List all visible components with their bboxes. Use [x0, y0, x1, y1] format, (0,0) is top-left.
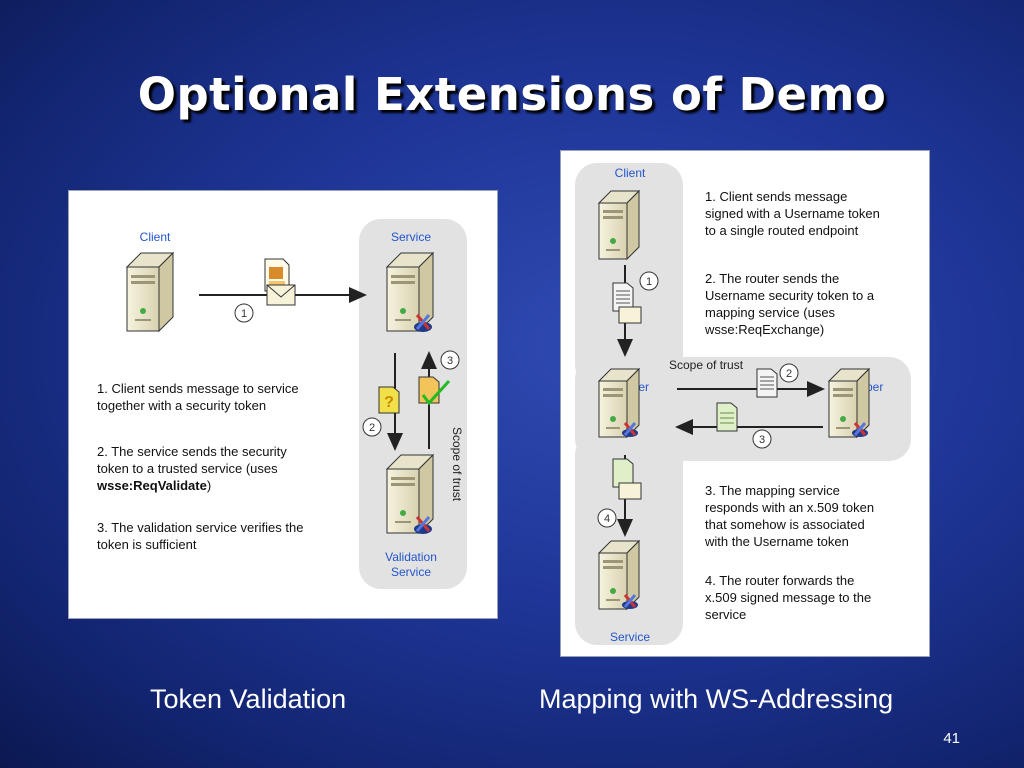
token-validation-caption: Token Validation: [150, 684, 347, 714]
svg-text:?: ?: [384, 394, 394, 411]
desc-2-line-1: 2. The router sends the: [705, 271, 839, 286]
desc-4-line-1: 4. The router forwards the: [705, 573, 854, 588]
step-2-badge: [362, 417, 382, 437]
step-2-badge: [779, 363, 799, 383]
step-1-badge: [639, 271, 659, 291]
desc-3-line-2: responds with an x.509 token: [705, 500, 874, 515]
validation-service-label-line2: Service: [391, 565, 431, 579]
token-check-icon: [418, 376, 451, 406]
client-server-icon: [598, 190, 640, 260]
client-label: Client: [140, 230, 171, 244]
message-envelope-icon: [264, 258, 296, 306]
desc-3-line-2: token is sufficient: [97, 537, 197, 552]
desc-3-line-4: with the Username token: [704, 534, 849, 549]
page-number: 41: [943, 730, 960, 747]
token-question-icon: ?: [378, 386, 400, 414]
step-4-badge: [597, 508, 617, 528]
desc-2-tail: ): [207, 478, 211, 493]
message-1-icon: [612, 282, 642, 324]
slide-title: Optional Extensions of Demo: [137, 68, 887, 121]
desc-1-line-2: together with a security token: [97, 398, 266, 413]
step-3-badge: [752, 429, 772, 449]
desc-1-line-1: 1. Client sends message to service: [97, 381, 299, 396]
scope-of-trust-label: Scope of trust: [450, 427, 464, 502]
message-4-icon: [612, 458, 642, 500]
desc-2-line-2: Username security token to a: [705, 288, 875, 303]
step-1-badge: [234, 303, 254, 323]
step-3-number: 3: [759, 434, 765, 446]
step-4-number: 4: [604, 513, 610, 525]
trust-zone: [359, 219, 467, 589]
desc-4-line-2: x.509 signed message to the: [705, 590, 871, 605]
service-label: Service: [610, 630, 650, 644]
client-server-icon: [126, 252, 174, 332]
step-1-number: 1: [646, 276, 652, 288]
desc-1-line-2: signed with a Username token: [705, 206, 880, 221]
step-3-number: 3: [447, 355, 453, 367]
service-label: Service: [391, 230, 431, 244]
desc-2-line-1: 2. The service sends the security: [97, 444, 287, 459]
client-label: Client: [615, 166, 646, 180]
desc-1-line-3: to a single routed endpoint: [705, 223, 859, 238]
step-2-number: 2: [369, 422, 375, 434]
token-validation-diagram: Client Service 1 ? 2 3 Scope of t: [68, 190, 498, 619]
desc-2-code: wsse:ReqValidate: [96, 478, 207, 493]
validation-service-label-line1: Validation: [385, 550, 437, 564]
desc-2-line-2: token to a trusted service (uses: [97, 461, 278, 476]
desc-3-line-1: 3. The validation service verifies the: [97, 520, 303, 535]
desc-1-line-1: 1. Client sends message: [705, 189, 847, 204]
ws-addressing-caption: Mapping with WS-Addressing: [539, 684, 894, 714]
scope-of-trust-label: Scope of trust: [669, 358, 744, 372]
x509-token-icon: [716, 402, 738, 432]
step-2-number: 2: [786, 368, 792, 380]
desc-3-line-1: 3. The mapping service: [705, 483, 840, 498]
desc-2-line-3: wsse:ReqValidate): [96, 478, 211, 493]
desc-3-line-3: that somehow is associated: [705, 517, 865, 532]
step-3-badge: [440, 350, 460, 370]
ws-addressing-mapping-diagram: Client 1 Router Mapper Scope of trust 2: [560, 150, 930, 657]
desc-4-line-3: service: [705, 607, 746, 622]
desc-2-line-3: mapping service (uses: [705, 305, 836, 320]
step-1-number: 1: [241, 308, 247, 320]
desc-2-line-4: wsse:ReqExchange): [704, 322, 824, 337]
username-token-icon: [756, 368, 778, 398]
